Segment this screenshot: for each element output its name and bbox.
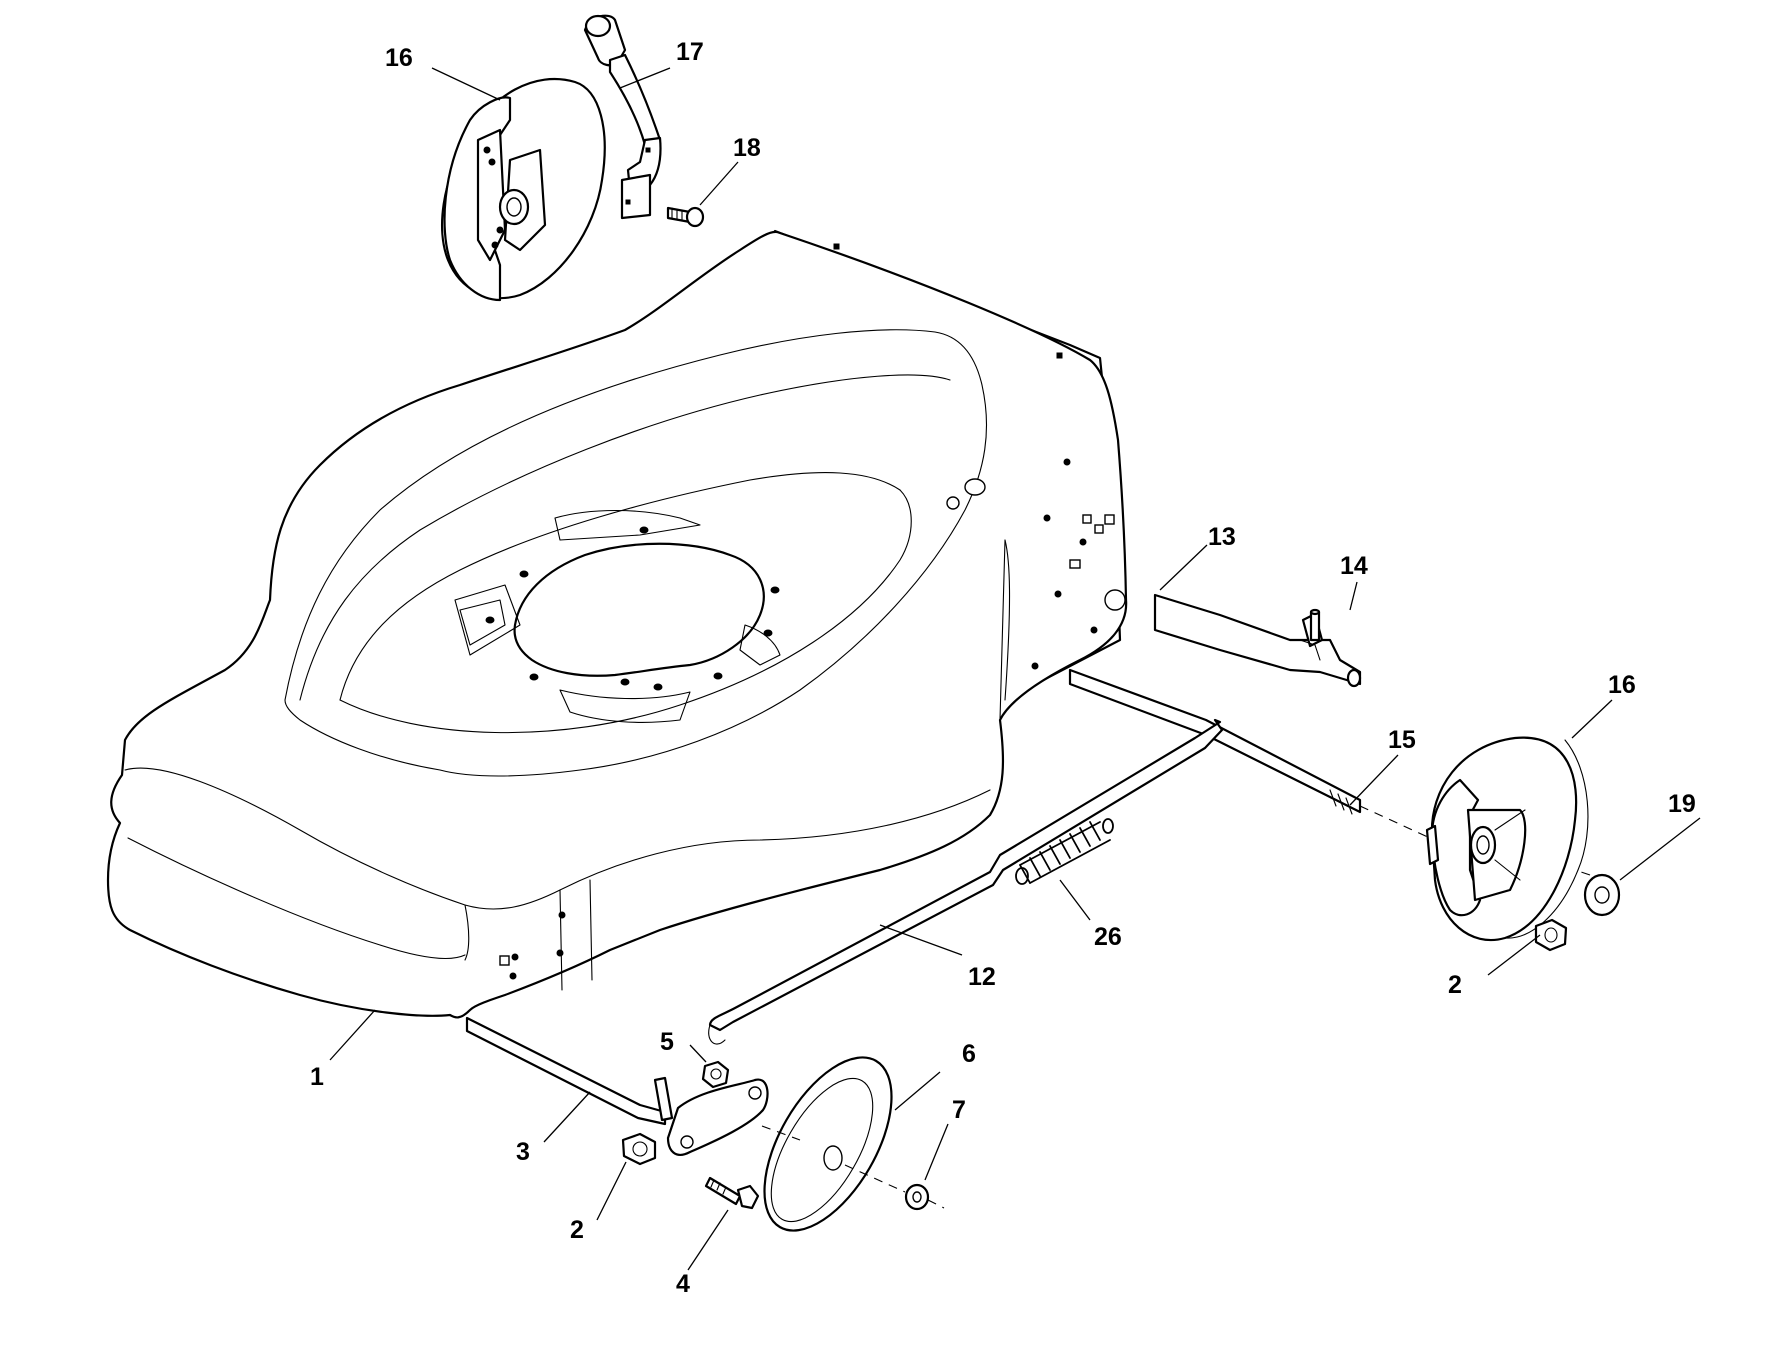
part-7-washer: [904, 1183, 930, 1211]
part-18-screw: [666, 206, 705, 228]
callout-12: 12: [968, 963, 996, 991]
callout-14: 14: [1340, 552, 1368, 580]
callout-6: 6: [962, 1040, 976, 1068]
part-5-nut: [701, 1060, 730, 1089]
callout-2-left: 2: [570, 1216, 584, 1244]
callout-13: 13: [1208, 523, 1236, 551]
part-16-wheel-top: [440, 77, 606, 302]
callout-4: 4: [676, 1270, 690, 1298]
part-12-height-rod: [708, 718, 1224, 1045]
callout-7: 7: [952, 1096, 966, 1124]
callout-2-right: 2: [1448, 971, 1462, 999]
part-13-rear-axle: [1153, 593, 1362, 688]
callout-18: 18: [733, 134, 761, 162]
part-16-wheel-right: [1425, 736, 1589, 941]
part-4-bolt: [704, 1176, 760, 1210]
part-14-pin: [1309, 608, 1321, 642]
part-2-nut-left: [621, 1132, 657, 1166]
leader-lines: [329, 67, 1701, 1271]
callout-1: 1: [310, 1063, 324, 1091]
callout-16-right: 16: [1608, 671, 1636, 699]
part-2-nut-right: [1534, 918, 1568, 952]
callout-16-top: 16: [385, 44, 413, 72]
part-19-bush: [1583, 873, 1621, 917]
part-6-hubcap: [763, 1056, 893, 1232]
callout-3: 3: [516, 1138, 530, 1166]
height-adjust-bracket: [666, 1078, 769, 1156]
part-15-front-axle: [1068, 668, 1431, 839]
callout-26: 26: [1094, 923, 1122, 951]
part-1-mower-deck: [106, 229, 1128, 1019]
callout-5: 5: [660, 1028, 674, 1056]
part-17-wheel-arm: [583, 14, 662, 220]
part-3-lever-rod: [465, 1016, 674, 1126]
callout-15: 15: [1388, 726, 1416, 754]
part-26-spring: [1015, 818, 1114, 885]
callout-17: 17: [676, 38, 704, 66]
callout-19: 19: [1668, 790, 1696, 818]
